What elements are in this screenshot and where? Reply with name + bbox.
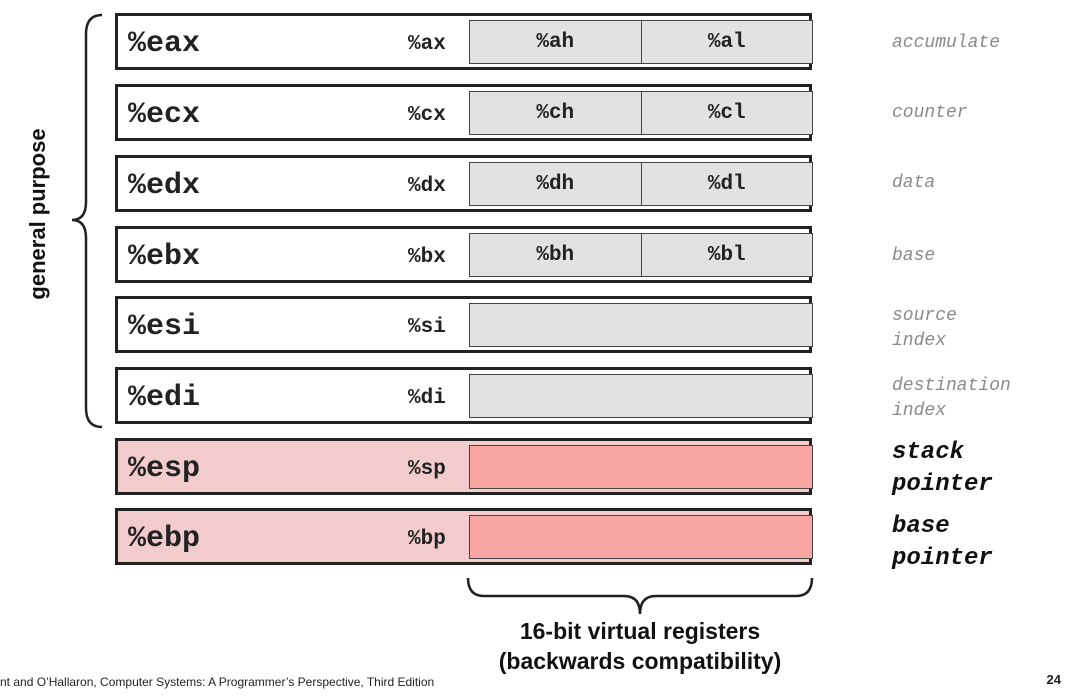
register-eax: %eax %ax %ah %al [115, 13, 813, 70]
register-16bit-name: %dx [408, 175, 446, 198]
register-32bit-name: %esp [128, 452, 201, 486]
register-description: base [892, 246, 936, 266]
general-purpose-brace [71, 13, 103, 429]
register-16bit-box: %ah %al [469, 20, 813, 64]
register-ebp: %ebp %bp [115, 508, 813, 565]
register-esi: %esi %si [115, 296, 813, 353]
register-low-byte: %al [640, 21, 813, 63]
register-16bit-name: %si [408, 316, 446, 339]
register-16bit-box [469, 445, 813, 489]
register-high-byte: %dh [536, 172, 575, 196]
virtual-registers-brace [466, 577, 814, 615]
register-32bit-name: %edx [128, 169, 201, 203]
register-16bit-box: %dh %dl [469, 162, 813, 206]
register-high-byte: %ch [536, 101, 575, 125]
register-description: stack pointer [892, 439, 993, 498]
register-high-byte: %bh [536, 243, 575, 267]
register-description: source index [892, 306, 957, 351]
register-32bit-name: %ebp [128, 522, 201, 556]
register-description: counter [892, 103, 968, 123]
register-16bit-box [469, 374, 813, 418]
register-edi: %edi %di [115, 367, 813, 424]
register-32bit-name: %esi [128, 310, 201, 344]
register-ecx: %ecx %cx %ch %cl [115, 84, 813, 141]
footer-citation: nt and O’Hallaron, Computer Systems: A P… [0, 675, 435, 689]
register-32bit-name: %ebx [128, 240, 201, 274]
register-description: accumulate [892, 33, 1001, 53]
register-16bit-box: %bh %bl [469, 233, 813, 277]
register-low-byte: %dl [640, 163, 813, 205]
register-16bit-name: %bx [408, 246, 446, 269]
register-edx: %edx %dx %dh %dl [115, 155, 813, 212]
register-16bit-box: %ch %cl [469, 91, 813, 135]
register-esp: %esp %sp [115, 438, 813, 495]
register-description: destination index [892, 376, 1011, 421]
register-16bit-name: %sp [408, 458, 446, 481]
virtual-registers-label: 16-bit virtual registers (backwards comp… [498, 618, 782, 674]
register-16bit-box [469, 515, 813, 559]
register-low-byte: %bl [640, 234, 813, 276]
register-32bit-name: %ecx [128, 98, 201, 132]
register-32bit-name: %eax [128, 27, 201, 61]
register-16bit-name: %di [408, 387, 446, 410]
register-description: data [892, 173, 936, 193]
register-low-byte: %cl [640, 92, 813, 134]
page-number: 24 [1046, 672, 1061, 687]
register-description: base pointer [892, 513, 993, 572]
general-purpose-label: general purpose [25, 128, 50, 300]
register-16bit-name: %cx [408, 104, 446, 127]
register-32bit-name: %edi [128, 381, 201, 415]
register-ebx: %ebx %bx %bh %bl [115, 226, 813, 283]
register-16bit-name: %ax [408, 33, 446, 56]
register-16bit-name: %bp [408, 528, 446, 551]
register-16bit-box [469, 303, 813, 347]
register-high-byte: %ah [536, 30, 575, 54]
